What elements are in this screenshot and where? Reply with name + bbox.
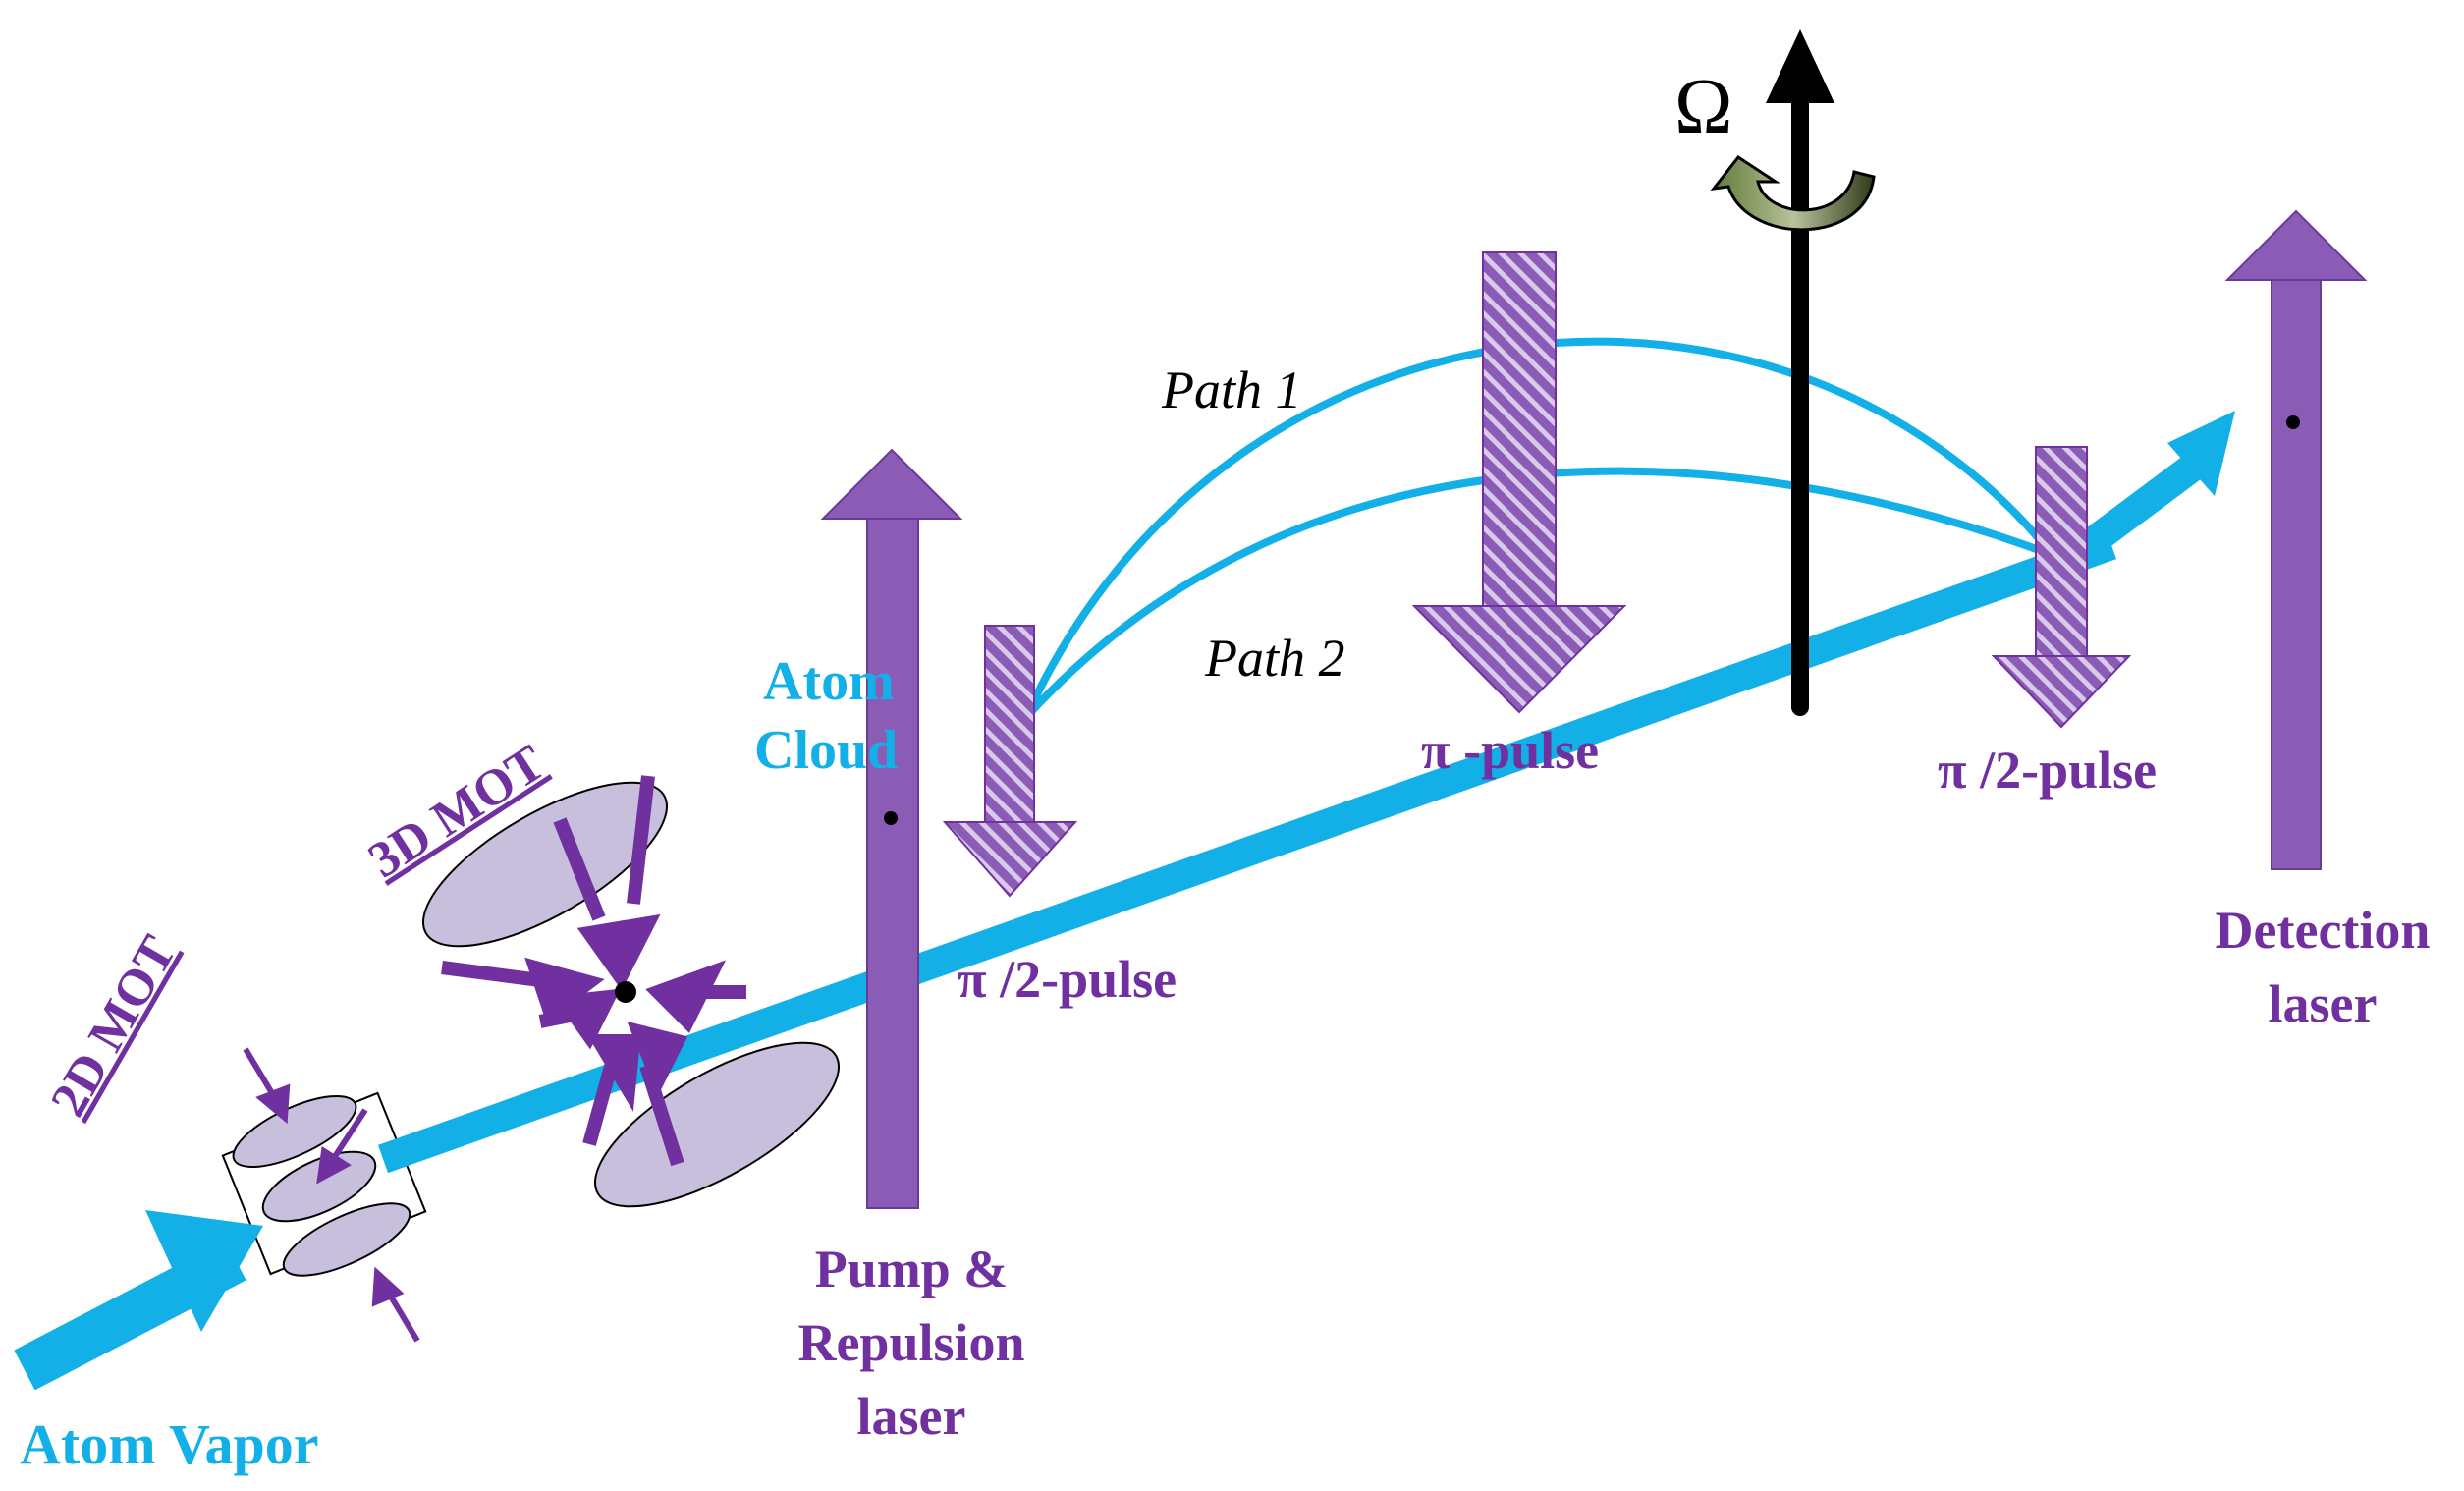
pump-label-line2: Repulsion bbox=[797, 1313, 1024, 1372]
atom-cloud-mot bbox=[615, 981, 636, 1003]
first-half-pi-pulse-arrow bbox=[942, 625, 1078, 898]
pump-label-line1: Pump & bbox=[815, 1240, 1009, 1298]
detection-label-line2: laser bbox=[2269, 974, 2378, 1033]
pump-repulsion-laser-arrow bbox=[820, 448, 963, 1209]
first-half-pi-pulse-label: π /2-pulse bbox=[958, 950, 1177, 1009]
mot-3d-lens-upper bbox=[422, 781, 668, 948]
mot-2d-lens-mid bbox=[261, 1150, 377, 1223]
mot-2d-label: 2D MOT bbox=[40, 927, 188, 1126]
atom-cloud-label-line2: Cloud bbox=[754, 720, 898, 781]
atom-cloud-detection bbox=[2286, 415, 2300, 429]
curved-rotation-arrow-icon bbox=[1710, 154, 1876, 232]
mot-3d-beams bbox=[441, 775, 746, 1167]
mot-2d-trap bbox=[221, 1091, 427, 1277]
atom-beam-arrow-head bbox=[2167, 411, 2235, 496]
rotation-axis bbox=[1710, 29, 1876, 716]
mot-3d-trap bbox=[422, 781, 840, 1208]
atom-cloud-pump bbox=[884, 811, 898, 825]
pi-pulse-arrow bbox=[1411, 251, 1627, 714]
pi-pulse-label: π -pulse bbox=[1421, 721, 1599, 780]
path-1-label: Path 1 bbox=[1161, 360, 1302, 419]
omega-label: Ω bbox=[1674, 64, 1732, 150]
mot-2d-lens-bottom bbox=[282, 1202, 411, 1277]
last-half-pi-pulse-label: π /2-pulse bbox=[1938, 741, 2157, 800]
atom-vapor-arrow-head bbox=[145, 1210, 263, 1332]
last-half-pi-pulse-arrow bbox=[1991, 446, 2132, 729]
atom-positions bbox=[615, 415, 2300, 1003]
pump-label-line3: laser bbox=[857, 1387, 966, 1446]
detection-label-line1: Detection bbox=[2216, 901, 2431, 960]
atom-vapor-label: Atom Vapor bbox=[20, 1412, 319, 1476]
detection-laser-arrow bbox=[2224, 209, 2368, 870]
atom-cloud-label-line1: Atom bbox=[763, 651, 895, 712]
path-2-label: Path 2 bbox=[1204, 629, 1345, 688]
mot-2d-arrows bbox=[243, 1047, 420, 1343]
mot-3d-lens-lower bbox=[594, 1041, 840, 1208]
